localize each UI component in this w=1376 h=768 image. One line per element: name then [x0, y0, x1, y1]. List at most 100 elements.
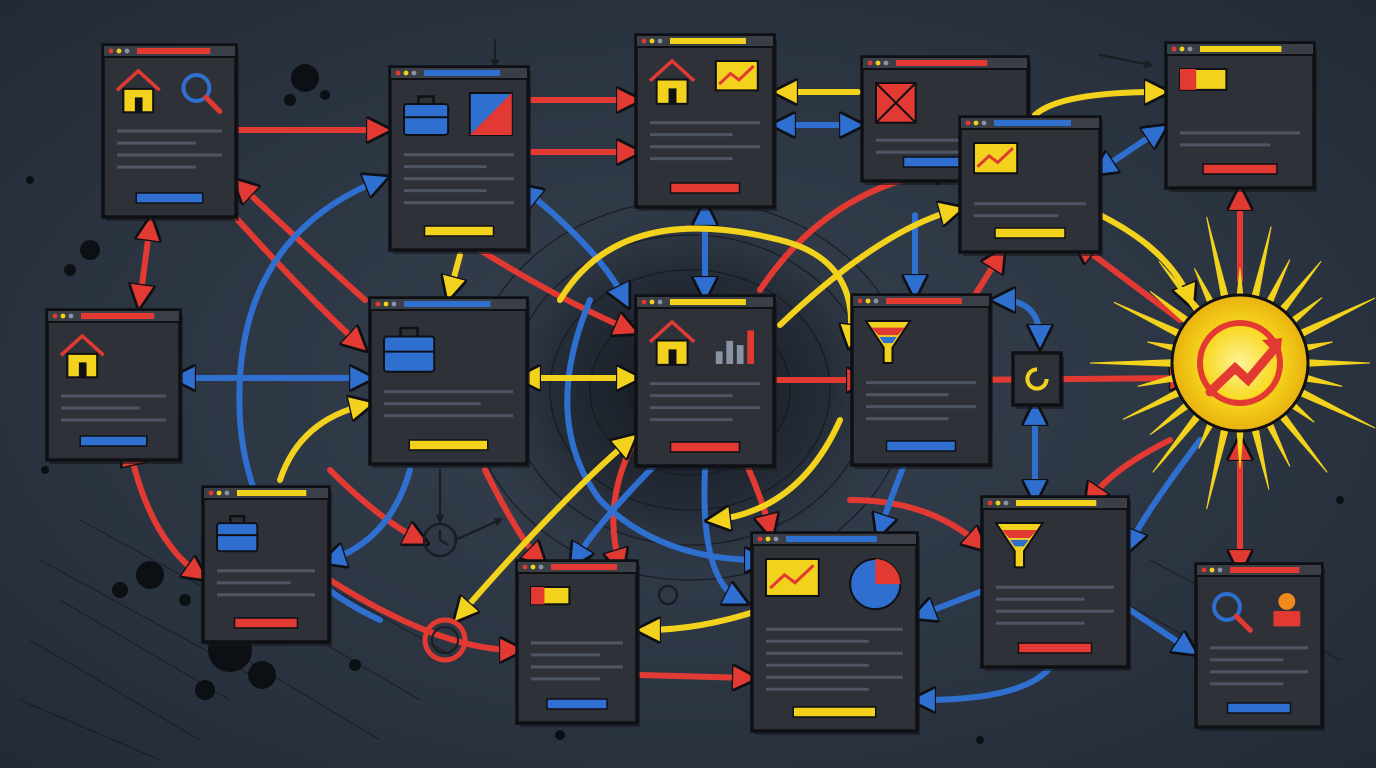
page-node-conversion-report[interactable]	[750, 531, 920, 735]
text-line	[650, 418, 733, 422]
text-line	[531, 677, 600, 681]
page-node-search-home[interactable]	[101, 43, 239, 221]
contact-icon	[1273, 593, 1301, 627]
text-line	[384, 402, 481, 406]
cta-button[interactable]	[669, 441, 741, 453]
window-frame	[368, 296, 529, 466]
briefcase-icon	[216, 514, 259, 553]
window-control-dot	[538, 564, 544, 570]
cta-button[interactable]	[669, 182, 741, 194]
arrow-case-to-featured	[277, 405, 365, 483]
text-line	[117, 141, 196, 145]
page-node-portfolio[interactable]	[388, 65, 531, 254]
page-node-hero-page[interactable]	[1164, 41, 1317, 192]
arrow-portfolio-to-hub-blue	[525, 190, 625, 300]
window-control-dot	[875, 60, 881, 66]
address-bar	[1230, 567, 1300, 573]
window-frame	[1194, 562, 1324, 729]
text-line	[766, 651, 903, 655]
window-control-dot	[995, 500, 1001, 506]
trend-chart-icon	[765, 558, 820, 597]
page-node-central-hub[interactable]	[634, 294, 777, 470]
page-node-analytics[interactable]	[958, 115, 1103, 256]
page-node-funnel-detail[interactable]	[980, 495, 1131, 671]
cta-button[interactable]	[792, 706, 877, 718]
junction-node	[422, 617, 468, 663]
cta-button[interactable]	[408, 439, 489, 451]
page-node-banner-landing[interactable]	[515, 559, 640, 727]
window-control-dot	[522, 564, 528, 570]
sun-ray	[1291, 297, 1376, 341]
text-line	[650, 145, 760, 149]
cta-button[interactable]	[135, 192, 204, 204]
window-control-dot	[865, 298, 871, 304]
page-node-refresh-widget[interactable]	[1011, 351, 1064, 409]
text-line	[876, 150, 980, 154]
cta-button[interactable]	[233, 617, 299, 629]
window-control-dot	[216, 490, 222, 496]
sun-ray	[1113, 301, 1189, 341]
text-line	[61, 394, 166, 398]
window-control-dot	[1187, 46, 1193, 52]
house-icon	[59, 333, 105, 379]
window-control-dot	[657, 299, 663, 305]
text-line	[766, 627, 903, 631]
text-line	[866, 417, 949, 421]
text-line	[117, 153, 222, 157]
chart-image-icon	[468, 92, 513, 136]
page-node-home-dashboard[interactable]	[634, 33, 777, 211]
cta-button[interactable]	[994, 227, 1066, 239]
window-control-dot	[383, 301, 389, 307]
text-line	[876, 138, 1014, 142]
arrow-search-to-featured	[217, 197, 360, 345]
page-node-case-study[interactable]	[201, 485, 332, 646]
text-line	[1210, 670, 1308, 674]
page-node-featured-portfolio[interactable]	[368, 296, 530, 468]
arrow-featured-to-case	[330, 467, 413, 560]
thin-arrow-hero	[1098, 53, 1154, 69]
window-control-dot	[973, 120, 979, 126]
arrow-report-to-banner	[645, 607, 763, 630]
window-control-dot	[757, 536, 763, 542]
page-node-search-contact[interactable]	[1194, 562, 1325, 731]
thin-arrow-clock-2	[453, 518, 504, 542]
arrow-goal-to-funnel-detail	[1090, 437, 1173, 500]
window-control-dot	[208, 490, 214, 496]
cta-button[interactable]	[1226, 702, 1292, 714]
cta-button[interactable]	[79, 435, 148, 447]
window-control-dot	[1201, 567, 1207, 573]
briefcase-icon	[403, 95, 450, 136]
magnifier-icon	[181, 73, 223, 114]
text-line	[1210, 682, 1284, 686]
window-frame	[201, 485, 331, 644]
text-line	[766, 675, 903, 679]
address-bar	[886, 298, 962, 304]
arrow-detail-to-search-contact	[1127, 607, 1190, 650]
text-line	[404, 165, 487, 169]
trend-chart-icon	[973, 142, 1019, 175]
magnifier-icon	[1212, 592, 1253, 633]
cta-button[interactable]	[546, 698, 608, 710]
window-frame	[1011, 351, 1063, 407]
page-node-funnel[interactable]	[850, 293, 993, 469]
window-control-dot	[1171, 46, 1177, 52]
page-node-contact-home[interactable]	[45, 308, 183, 464]
cta-button[interactable]	[1017, 642, 1093, 654]
address-bar	[670, 38, 746, 44]
sun-ray	[1089, 358, 1181, 368]
cta-button[interactable]	[885, 440, 957, 452]
cta-button[interactable]	[1202, 163, 1278, 175]
cta-button[interactable]	[423, 225, 495, 237]
text-line	[996, 597, 1085, 601]
address-bar	[1200, 46, 1282, 52]
crossed-box-icon	[875, 82, 917, 124]
text-line	[404, 189, 487, 193]
refresh-icon	[1025, 367, 1049, 391]
text-line	[384, 390, 513, 394]
text-line	[384, 414, 513, 418]
arrow-contact-to-case	[130, 450, 200, 575]
sun-ray	[1206, 216, 1231, 307]
address-bar	[994, 120, 1071, 126]
window-control-dot	[649, 38, 655, 44]
